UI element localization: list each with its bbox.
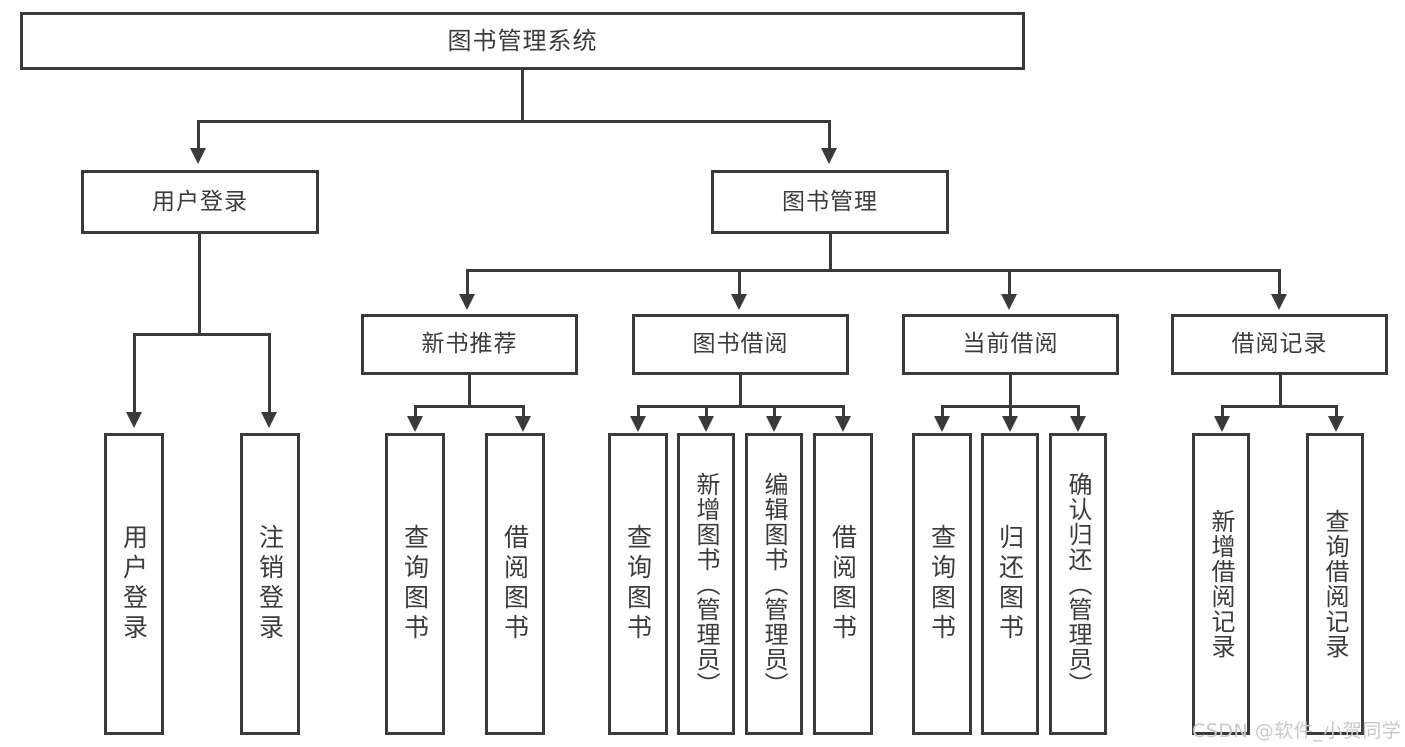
leaf-new-book-query-book[interactable]: 查询图书 xyxy=(385,433,445,735)
node-label: 图书借阅 xyxy=(692,331,789,357)
connector-bm-to-new-book xyxy=(466,269,469,296)
arrow-book-borrow-to-edit-book xyxy=(766,416,782,432)
connector-new-book-stem xyxy=(468,375,471,408)
connector-book-management-stem xyxy=(829,234,832,271)
node-label: 用户登录 xyxy=(119,524,149,644)
node-label: 新增借阅记录 xyxy=(1207,509,1235,659)
node-label: 查询图书 xyxy=(400,524,430,644)
leaf-user-login[interactable]: 用户登录 xyxy=(104,433,164,735)
connector-borrow-record-bus xyxy=(1221,405,1338,408)
connector-current-borrow-l3 xyxy=(1077,405,1080,418)
node-label: 当前借阅 xyxy=(962,331,1059,357)
arrow-new-book-to-borrow-book xyxy=(515,416,531,432)
leaf-new-book-borrow-book[interactable]: 借阅图书 xyxy=(485,433,545,735)
connector-root-stem xyxy=(521,70,524,122)
connector-current-borrow-stem xyxy=(1009,375,1012,408)
connector-user-login-bus xyxy=(133,333,271,336)
connector-current-borrow-l2 xyxy=(1009,405,1012,418)
connector-current-borrow-l1 xyxy=(941,405,944,418)
connector-book-borrow-bus xyxy=(637,405,845,408)
arrow-root-to-book-management xyxy=(821,148,837,164)
arrow-bm-to-new-book-recommend xyxy=(459,294,475,310)
node-current-borrow[interactable]: 当前借阅 xyxy=(902,314,1119,375)
leaf-current-borrow-query-book[interactable]: 查询图书 xyxy=(912,433,972,735)
node-label: 注销登录 xyxy=(255,524,285,644)
connector-borrow-record-l1 xyxy=(1221,405,1224,418)
connector-new-book-l1 xyxy=(414,405,417,418)
arrow-book-borrow-to-borrow-book xyxy=(835,416,851,432)
arrow-bm-to-book-borrow xyxy=(731,294,747,310)
connector-new-book-bus xyxy=(414,405,525,408)
connector-user-login-left xyxy=(133,333,136,414)
arrow-bm-to-borrow-record xyxy=(1271,294,1287,310)
csdn-watermark: CSDN @软件_小贺同学 xyxy=(1192,720,1402,742)
leaf-current-borrow-return-book[interactable]: 归还图书 xyxy=(981,433,1039,735)
node-book-management[interactable]: 图书管理 xyxy=(711,170,949,234)
connector-book-borrow-l4 xyxy=(842,405,845,418)
node-user-login[interactable]: 用户登录 xyxy=(81,170,319,234)
arrow-current-borrow-to-confirm-return xyxy=(1070,416,1086,432)
node-borrow-record[interactable]: 借阅记录 xyxy=(1171,314,1388,375)
connector-borrow-record-stem xyxy=(1279,375,1282,408)
arrow-book-borrow-to-query-book xyxy=(630,416,646,432)
node-label: 新书推荐 xyxy=(421,331,518,357)
node-label: 归还图书 xyxy=(995,524,1025,644)
node-label: 借阅图书 xyxy=(828,524,858,644)
node-label: 查询图书 xyxy=(927,524,957,644)
connector-bm-to-current-borrow xyxy=(1008,269,1011,296)
node-label: 查询借阅记录 xyxy=(1321,509,1349,659)
leaf-book-borrow-add-book[interactable]: 新增图书（管理员） xyxy=(677,433,735,735)
node-label: 编辑图书（管理员） xyxy=(760,471,788,697)
connector-book-borrow-stem xyxy=(739,375,742,408)
node-label: 新增图书（管理员） xyxy=(692,471,720,697)
connector-borrow-record-l2 xyxy=(1335,405,1338,418)
leaf-book-borrow-borrow-book[interactable]: 借阅图书 xyxy=(813,433,873,735)
arrow-book-borrow-to-add-book xyxy=(698,416,714,432)
node-new-book-recommend[interactable]: 新书推荐 xyxy=(361,314,578,375)
node-root-book-management-system[interactable]: 图书管理系统 xyxy=(20,12,1025,70)
leaf-borrow-record-add-record[interactable]: 新增借阅记录 xyxy=(1192,433,1250,735)
leaf-current-borrow-confirm-return[interactable]: 确认归还（管理员） xyxy=(1049,433,1107,735)
node-label: 用户登录 xyxy=(152,188,248,215)
arrow-user-login-to-user-login-leaf xyxy=(126,412,142,428)
node-label: 图书管理 xyxy=(782,188,878,215)
arrow-borrow-record-to-query-record xyxy=(1328,416,1344,432)
node-book-borrow[interactable]: 图书借阅 xyxy=(632,314,849,375)
node-label: 借阅图书 xyxy=(500,524,530,644)
connector-book-borrow-l2 xyxy=(705,405,708,418)
connector-bm-to-borrow-record xyxy=(1278,269,1281,296)
leaf-logout-login[interactable]: 注销登录 xyxy=(240,433,300,735)
arrow-borrow-record-to-add-record xyxy=(1214,416,1230,432)
connector-root-bus xyxy=(197,120,831,123)
connector-user-login-stem xyxy=(198,234,201,335)
arrow-current-borrow-to-return-book xyxy=(1002,416,1018,432)
connector-root-to-book-management xyxy=(828,120,831,150)
connector-book-borrow-l1 xyxy=(637,405,640,418)
arrow-user-login-to-logout-leaf xyxy=(261,412,277,428)
node-label: 确认归还（管理员） xyxy=(1064,471,1092,697)
arrow-new-book-to-query-book xyxy=(407,416,423,432)
connector-root-to-user-login xyxy=(197,120,200,150)
connector-user-login-right xyxy=(268,333,271,414)
leaf-book-borrow-edit-book[interactable]: 编辑图书（管理员） xyxy=(745,433,803,735)
leaf-borrow-record-query-record[interactable]: 查询借阅记录 xyxy=(1306,433,1364,735)
node-label: 图书管理系统 xyxy=(447,27,598,55)
connector-book-management-bus xyxy=(466,269,1281,272)
arrow-bm-to-current-borrow xyxy=(1001,294,1017,310)
connector-bm-to-book-borrow xyxy=(738,269,741,296)
arrow-current-borrow-to-query-book xyxy=(934,416,950,432)
node-label: 查询图书 xyxy=(623,524,653,644)
leaf-book-borrow-query-book[interactable]: 查询图书 xyxy=(608,433,668,735)
arrow-root-to-user-login xyxy=(190,148,206,164)
connector-book-borrow-l3 xyxy=(773,405,776,418)
node-label: 借阅记录 xyxy=(1231,331,1328,357)
connector-new-book-l2 xyxy=(522,405,525,418)
